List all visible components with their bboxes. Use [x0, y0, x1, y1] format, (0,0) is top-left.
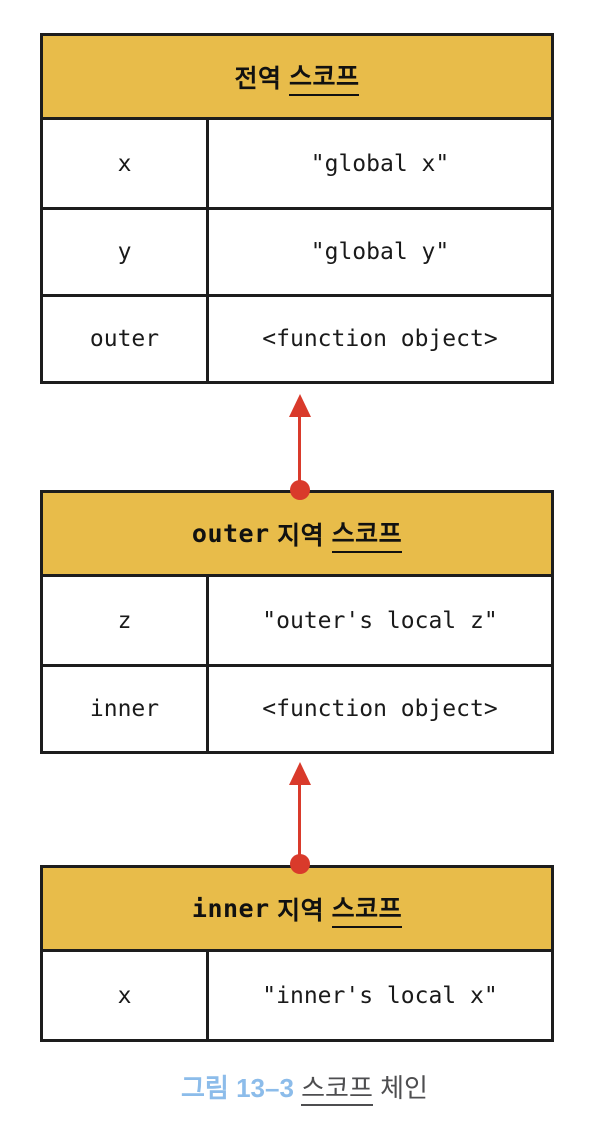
figure-caption: 그림 13–3 스코프 체인 — [0, 1068, 609, 1106]
table-row: y "global y" — [43, 207, 551, 294]
table-row: x "inner's local x" — [43, 952, 551, 1039]
header-label: 지역 — [269, 521, 332, 550]
global-scope-header: 전역 스코프 — [43, 36, 551, 120]
header-prefix: inner — [191, 894, 270, 923]
arrow-line — [298, 782, 301, 855]
variable-name-cell: inner — [43, 667, 209, 751]
variable-name-cell: x — [43, 952, 209, 1039]
arrow-up-icon — [288, 762, 311, 785]
table-row: x "global x" — [43, 120, 551, 207]
figure-number: 그림 13–3 — [181, 1073, 294, 1103]
variable-value-cell: "inner's local x" — [262, 982, 498, 1009]
variable-name-cell: y — [43, 210, 209, 294]
scope-table-outer: outer 지역 스코프 z "outer's local z" inner <… — [40, 490, 554, 754]
table-row: z "outer's local z" — [43, 577, 551, 664]
variable-value-cell: "global y" — [310, 239, 450, 265]
variable-value-cell: <function object> — [262, 326, 498, 352]
scope-chain-arrow-inner-to-outer — [288, 762, 311, 874]
inner-scope-header: inner 지역 스코프 — [43, 868, 551, 952]
header-label: 전역 — [234, 64, 289, 93]
caption-rest: 체인 — [372, 1073, 428, 1103]
scope-table-inner: inner 지역 스코프 x "inner's local x" — [40, 865, 554, 1042]
header-label: 지역 — [269, 896, 332, 925]
header-term: 스코프 — [288, 57, 360, 96]
caption-term: 스코프 — [301, 1073, 373, 1106]
arrow-up-icon — [288, 394, 311, 417]
variable-value-cell: "outer's local z" — [262, 607, 498, 634]
arrow-origin-dot — [289, 854, 310, 874]
variable-value-cell: "global x" — [310, 150, 450, 177]
scope-chain-arrow-outer-to-global — [288, 394, 311, 500]
variable-name-cell: x — [43, 120, 209, 207]
table-row: inner <function object> — [43, 664, 551, 751]
header-prefix: outer — [191, 519, 270, 548]
variable-name-cell: z — [43, 577, 209, 664]
scope-table-global: 전역 스코프 x "global x" y "global y" outer <… — [40, 33, 554, 384]
arrow-origin-dot — [289, 480, 310, 500]
header-term: 스코프 — [331, 514, 403, 553]
arrow-line — [298, 414, 301, 481]
outer-scope-header: outer 지역 스코프 — [43, 493, 551, 577]
variable-name-cell: outer — [43, 297, 209, 381]
header-term: 스코프 — [331, 889, 403, 928]
table-row: outer <function object> — [43, 294, 551, 381]
variable-value-cell: <function object> — [262, 696, 498, 722]
